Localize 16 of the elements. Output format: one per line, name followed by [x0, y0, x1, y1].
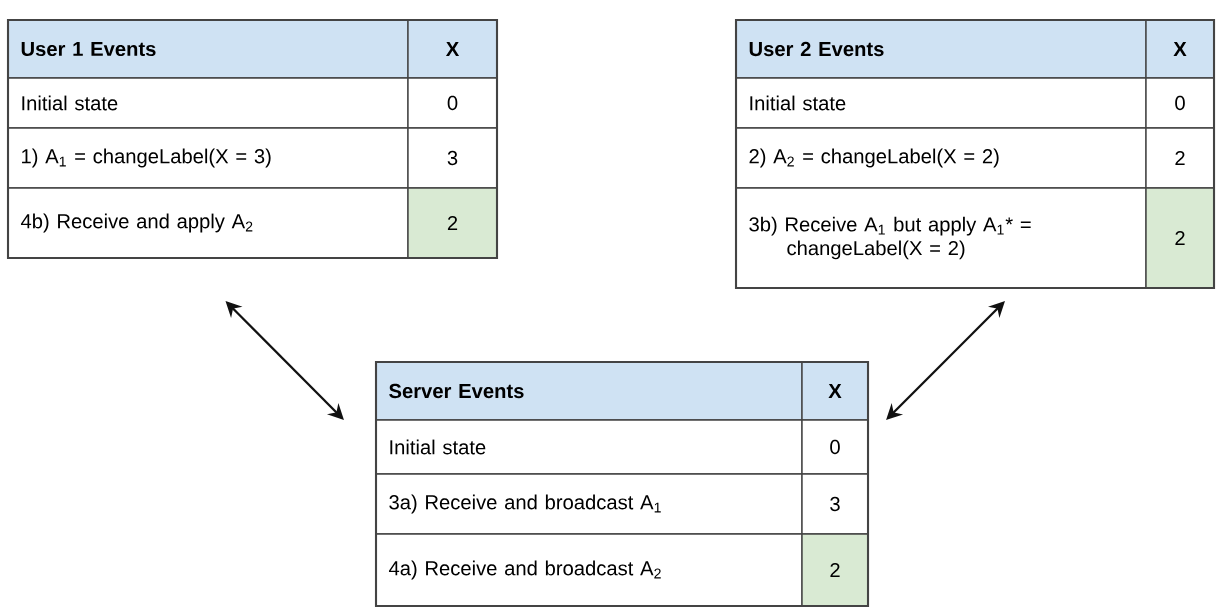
table-cell: 2	[407, 187, 498, 259]
table-cell: 0	[407, 77, 498, 129]
table-cell: 4a) Receive and broadcast A$_{2}$	[375, 533, 803, 607]
table-cell: 2	[1145, 187, 1215, 289]
table-cell: 3	[407, 127, 498, 189]
table-header: X	[1145, 19, 1215, 79]
table-header: X	[407, 19, 498, 79]
table-cell: 2	[801, 533, 869, 607]
table-cell: 2	[1145, 127, 1215, 189]
table-cell: 0	[1145, 77, 1215, 129]
table-cell: 0	[801, 419, 869, 475]
table-header: X	[801, 361, 869, 421]
table-cell: 4b) Receive and apply A$_{2}$	[7, 187, 409, 259]
table-cell: 3b) Receive A$_{1}$ but apply A$_{1}$* = changeLabel(X = 2)	[735, 187, 1147, 289]
table-cell: 3	[801, 473, 869, 535]
double-arrow	[886, 301, 1005, 420]
